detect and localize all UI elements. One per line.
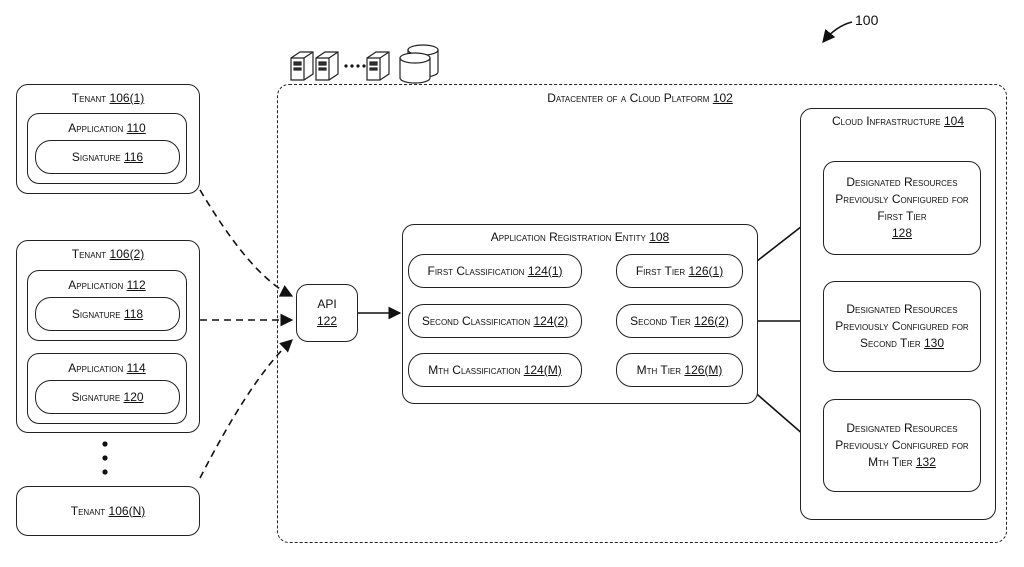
database-icon (399, 44, 439, 84)
tier-mth-box: Mth Tier 126(M) (616, 353, 743, 387)
figure-ref-arrow (822, 21, 853, 43)
datacenter-label: Datacenter of a Cloud Platform 102 (547, 91, 733, 105)
tenant-n-box: Tenant 106(N) (16, 486, 200, 536)
classification-first-box: First Classification 124(1) (408, 254, 582, 288)
tenant-2-label: Tenant 106(2) (71, 247, 145, 261)
tier-first-box: First Tier 126(1) (616, 254, 743, 288)
classification-second-box: Second Classification 124(2) (408, 304, 582, 338)
server-ellipsis (344, 64, 366, 68)
signature-118-box: Signature 118 (35, 297, 180, 331)
server-icon-2 (315, 51, 339, 81)
tenant-1-label: Tenant 106(1) (71, 91, 145, 105)
application-112-label: Application 112 (68, 278, 146, 292)
server-icon-1 (290, 51, 314, 81)
datacenter-container (277, 84, 1007, 543)
registration-entity-label: Application Registration Entity 108 (490, 230, 670, 244)
server-icon-3 (366, 51, 390, 81)
signature-120-box: Signature 120 (35, 380, 180, 414)
application-114-label: Application 114 (68, 361, 146, 375)
signature-116-box: Signature 116 (35, 140, 180, 174)
cloud-infrastructure-label: Cloud Infrastructure 104 (831, 114, 965, 128)
figure-ref-number: 100 (855, 12, 879, 28)
tenantN-to-api-connector (199, 339, 293, 479)
tier-second-box: Second Tier 126(2) (616, 304, 743, 338)
application-110-label: Application 110 (68, 121, 146, 135)
classification-mth-box: Mth Classification 124(M) (408, 353, 582, 387)
tenant-ellipsis (102, 441, 108, 475)
